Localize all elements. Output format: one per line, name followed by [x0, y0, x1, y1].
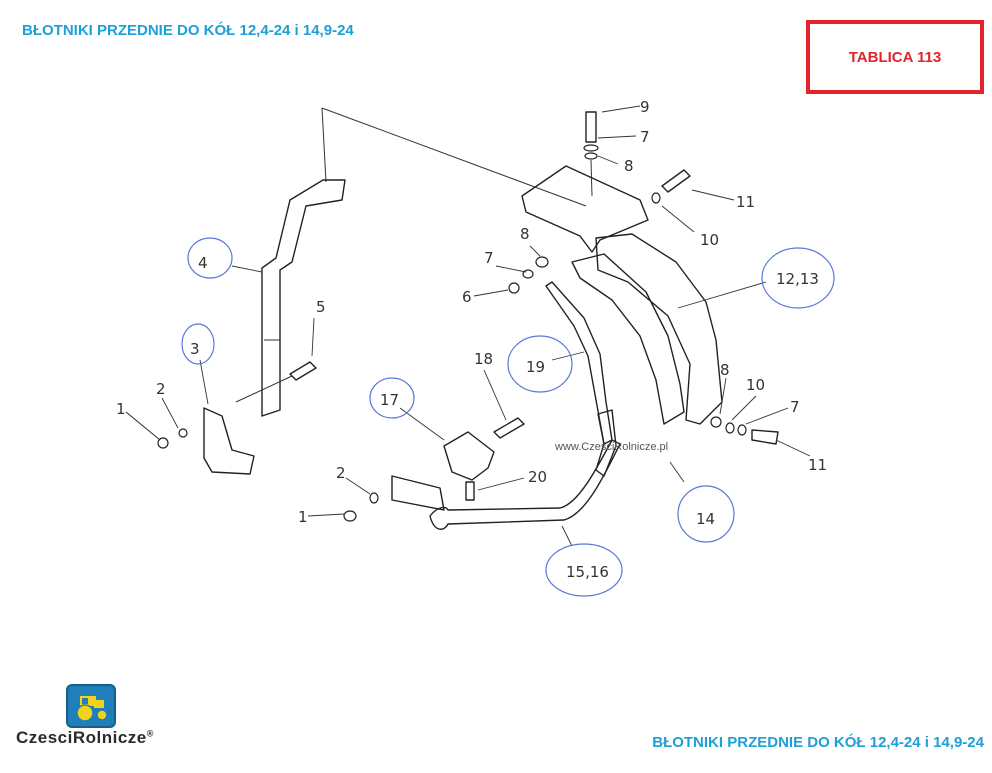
- part-17-block: [443, 431, 495, 481]
- part-12-13-fender: [595, 233, 723, 425]
- callout-8: 8: [624, 157, 634, 175]
- brand-logo: CzesciRolnicze®: [16, 684, 176, 754]
- highlight-circles: [181, 237, 835, 597]
- guide-line: [590, 159, 593, 197]
- part-9-bolt: [585, 111, 597, 143]
- callout-10: 10: [746, 376, 765, 394]
- callout-8: 8: [720, 361, 730, 379]
- callout-10: 10: [700, 231, 719, 249]
- footer-title: BŁOTNIKI PRZEDNIE DO KÓŁ 12,4-24 i 14,9-…: [652, 734, 984, 751]
- guide-line: [235, 375, 293, 403]
- part-7-washer: [737, 424, 747, 436]
- callout-12-13: 12,13: [776, 270, 819, 288]
- callout-1: 1: [298, 508, 308, 526]
- callout-2: 2: [336, 464, 346, 482]
- callout-6: 6: [462, 288, 472, 306]
- callout-numbers: 9 7 8 11 10 12,13 4 5 3 2 1 8 7 6 19 18 …: [116, 98, 827, 581]
- tractor-icon: [66, 684, 116, 728]
- callout-3: 3: [190, 340, 200, 358]
- part-15-16-plate: [391, 475, 445, 511]
- part-18-bolt: [493, 417, 525, 439]
- callout-7: 7: [790, 398, 800, 416]
- callout-7: 7: [640, 128, 650, 146]
- callout-15-16: 15,16: [566, 563, 609, 581]
- part-2-washer: [178, 428, 188, 438]
- callout-11: 11: [808, 456, 827, 474]
- part-20-bolt: [465, 481, 475, 501]
- guide-line: [321, 107, 327, 183]
- part-1-nut: [157, 437, 169, 449]
- callout-5: 5: [316, 298, 326, 316]
- callout-1: 1: [116, 400, 126, 418]
- plate-number-box: TABLICA 113: [806, 20, 984, 94]
- callout-4: 4: [198, 254, 208, 272]
- part-11-bolt: [751, 429, 779, 445]
- part-7-washer: [522, 269, 534, 279]
- part-8-washer: [584, 152, 598, 160]
- callout-19: 19: [526, 358, 545, 376]
- top-mount-plate: [521, 165, 649, 253]
- watermark: www.CzesciRolnicze.pl: [555, 441, 669, 453]
- part-4-bracket: [261, 179, 346, 417]
- part-6-nut: [508, 282, 520, 294]
- part-8-nut: [710, 416, 722, 428]
- callout-17: 17: [380, 391, 399, 409]
- part-19-strip: [545, 281, 613, 445]
- part-7-washer: [583, 144, 599, 152]
- callout-14: 14: [696, 510, 715, 528]
- part-12-13-fender-inner: [571, 253, 685, 425]
- guide-line: [321, 107, 587, 207]
- plate-number: TABLICA 113: [848, 48, 942, 66]
- registered-mark: ®: [146, 728, 154, 739]
- part-8-nut: [535, 256, 549, 268]
- part-11-bolt: [661, 169, 691, 193]
- part-3-bracket: [203, 407, 255, 475]
- brand-name-text: CzesciRolnicze: [16, 728, 147, 747]
- callout-9: 9: [640, 98, 650, 116]
- leader-lines: [161, 105, 811, 547]
- brand-name: CzesciRolnicze®: [16, 728, 176, 748]
- page-title: BŁOTNIKI PRZEDNIE DO KÓŁ 12,4-24 i 14,9-…: [22, 22, 354, 39]
- callout-2: 2: [156, 380, 166, 398]
- leader-1: [125, 411, 161, 441]
- callout-20: 20: [528, 468, 547, 486]
- callout-8: 8: [520, 225, 530, 243]
- callout-18: 18: [474, 350, 493, 368]
- part-2-washer: [369, 492, 379, 504]
- callout-11: 11: [736, 193, 755, 211]
- callout-7: 7: [484, 249, 494, 267]
- part-15-16-tube: [429, 439, 621, 530]
- part-1-nut: [343, 510, 357, 522]
- part-5-bolt: [289, 361, 317, 381]
- part-10-washer: [725, 422, 735, 434]
- part-10-washer: [651, 192, 661, 204]
